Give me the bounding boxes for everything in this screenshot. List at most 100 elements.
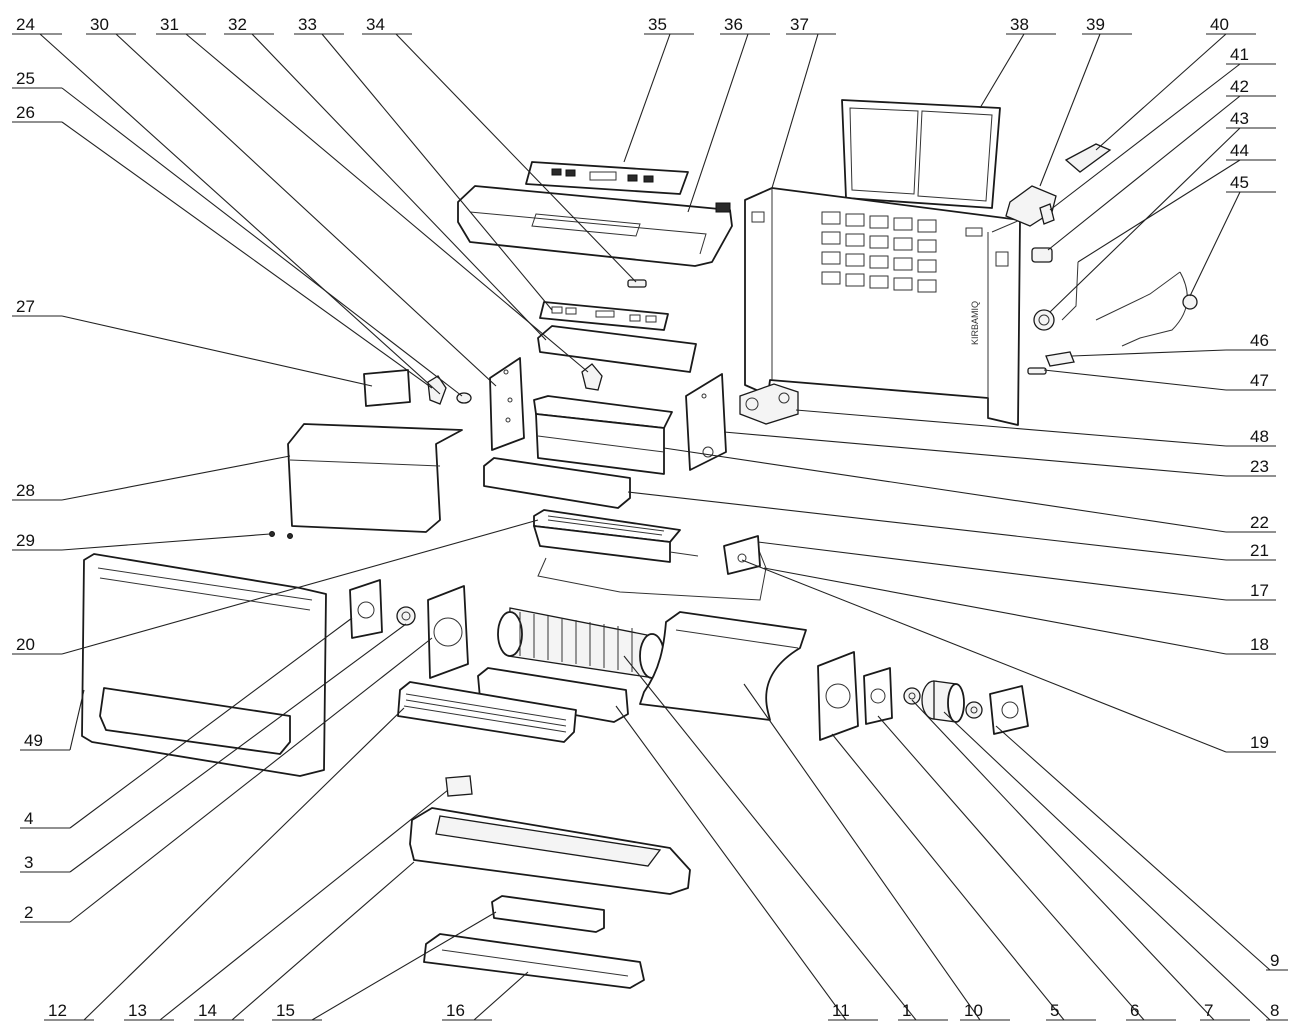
part-number-label: 15 <box>276 1001 295 1020</box>
part-number-label: 47 <box>1250 371 1269 390</box>
small-switch <box>445 775 473 797</box>
part-number-label: 29 <box>16 531 35 550</box>
gas-valve <box>739 383 799 425</box>
leader-line <box>623 655 917 1021</box>
leader-line <box>615 705 847 1021</box>
leader-line <box>979 33 1025 109</box>
transformer-block <box>491 895 605 933</box>
electrode <box>1027 367 1047 375</box>
left-side-plate <box>489 357 525 451</box>
part-number-label: 34 <box>366 15 385 34</box>
leader-line <box>395 33 637 283</box>
leader-line <box>61 87 463 397</box>
outlet-grille <box>397 681 577 743</box>
front-cover <box>81 553 327 777</box>
leader-line <box>115 33 497 387</box>
control-panel-label <box>525 161 689 195</box>
leader-line <box>623 33 671 163</box>
part-number-label: 11 <box>832 1001 850 1020</box>
screw <box>269 531 275 537</box>
upper-channel <box>533 395 673 475</box>
valve-bracket <box>723 535 761 575</box>
leader-line <box>1043 369 1227 391</box>
leader-line <box>1039 33 1101 187</box>
part-number-label: 28 <box>16 481 35 500</box>
hose-fitting <box>1182 294 1198 310</box>
leader-line <box>61 121 433 389</box>
leader-line <box>1047 95 1241 251</box>
gas-hose <box>1095 271 1188 347</box>
part-number-label: 19 <box>1250 733 1269 752</box>
part-number-label: 20 <box>16 635 35 654</box>
part-number-label: 31 <box>160 15 179 34</box>
part-number-label: 7 <box>1204 1001 1213 1020</box>
clip-26 <box>427 375 447 405</box>
part-number-label: 45 <box>1230 173 1249 192</box>
leader-line <box>61 455 291 501</box>
part-number-label: 39 <box>1086 15 1105 34</box>
leader-line <box>69 689 85 751</box>
leader-line <box>1077 159 1241 263</box>
knob <box>1033 309 1055 331</box>
leader-line <box>1095 33 1227 151</box>
part-number-label: 25 <box>16 69 35 88</box>
part-number-label: 23 <box>1250 457 1269 476</box>
leader-line <box>743 683 981 1021</box>
fan-housing <box>639 611 807 721</box>
part-number-label: 41 <box>1230 45 1249 64</box>
part-number-label: 10 <box>964 1001 983 1020</box>
leader-line <box>185 33 589 373</box>
leader-line <box>61 315 373 387</box>
part-number-label: 22 <box>1250 513 1269 532</box>
part-number-label: 26 <box>16 103 35 122</box>
rear-panel-marking: KIRBAMIQ <box>970 301 980 345</box>
fan-motor <box>921 680 965 723</box>
leader-line <box>39 33 441 395</box>
heater-element <box>533 509 699 563</box>
leader-line <box>321 33 553 311</box>
leader-line <box>627 491 1227 561</box>
leader-line <box>1049 63 1241 211</box>
leader-line <box>1189 191 1241 297</box>
right-side-plate <box>685 373 727 471</box>
remote-control <box>1064 143 1112 173</box>
leader-line <box>795 409 1227 447</box>
wire-connector <box>1045 351 1075 367</box>
part-number-label: 30 <box>90 15 109 34</box>
motor-mount-plate <box>349 579 383 639</box>
fan-wheel <box>497 607 665 679</box>
leader-line <box>83 707 405 1021</box>
leader-line <box>757 541 1227 601</box>
end-bracket <box>989 685 1029 735</box>
leader-line <box>723 431 1227 477</box>
leader-line <box>61 533 271 551</box>
part-number-label: 8 <box>1270 1001 1279 1020</box>
part-number-label: 35 <box>648 15 667 34</box>
part-number-label: 9 <box>1270 951 1279 970</box>
leader-line <box>69 623 407 873</box>
part-number-label: 49 <box>24 731 43 750</box>
leader-line <box>943 711 1271 1021</box>
rear-panel-vents <box>821 211 937 293</box>
leader-line <box>877 715 1145 1021</box>
part-number-label: 18 <box>1250 635 1269 654</box>
leader-line <box>995 725 1271 971</box>
gas-pipe <box>537 547 767 601</box>
base-tray-cover <box>409 807 691 895</box>
rear-panel: KIRBAMIQ <box>744 187 1021 426</box>
part-number-label: 3 <box>24 853 33 872</box>
part-number-label: 4 <box>24 809 33 828</box>
retaining-ring <box>965 701 983 719</box>
part-number-label: 21 <box>1250 541 1269 560</box>
washer <box>903 687 921 705</box>
air-deflector <box>537 325 697 373</box>
leader-line <box>831 733 1065 1021</box>
leader-line <box>159 789 449 1021</box>
clip-25 <box>456 392 472 404</box>
leader-line <box>69 637 433 923</box>
motor-flange <box>817 651 859 741</box>
leader-line <box>911 699 1215 1021</box>
part-number-label: 12 <box>48 1001 67 1020</box>
display-board <box>539 301 669 331</box>
